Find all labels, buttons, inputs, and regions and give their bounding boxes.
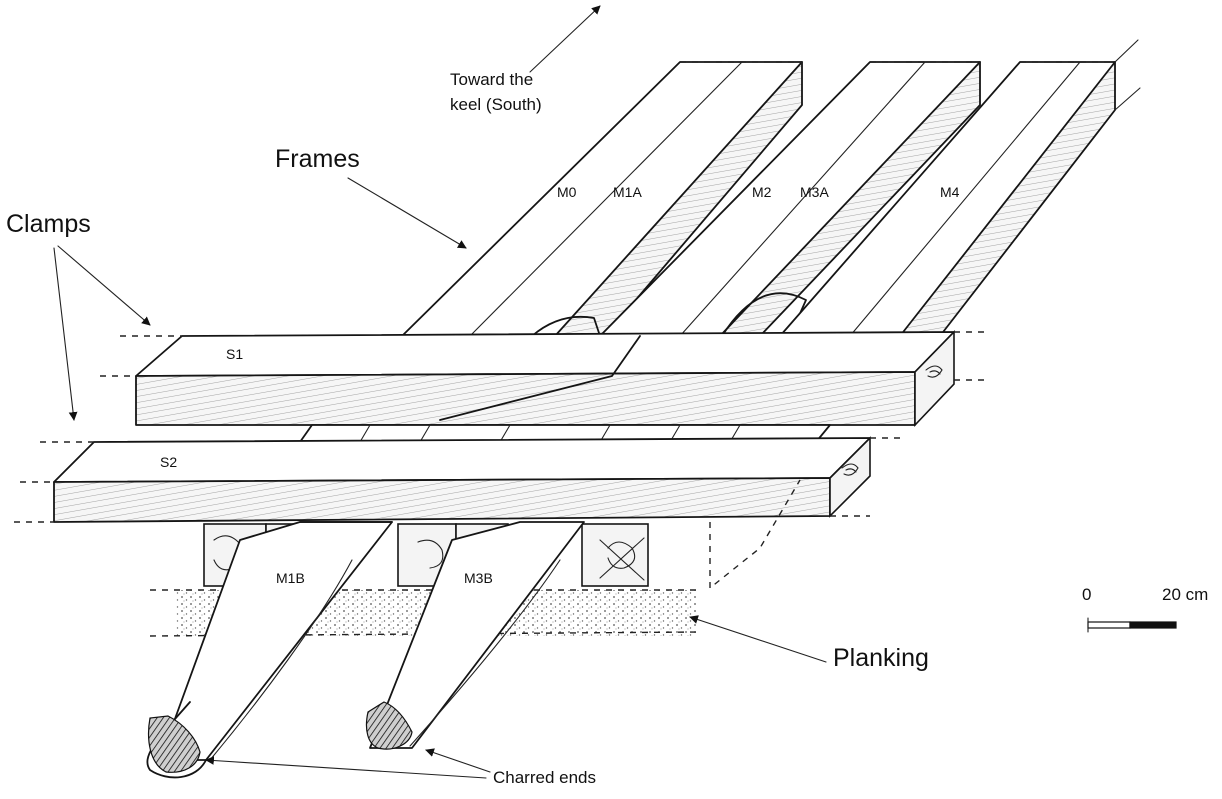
label-frames: Frames (275, 145, 360, 173)
lower-frames (146, 521, 585, 779)
frame-m1b (146, 521, 393, 779)
label-frame-m2: M2 (752, 184, 772, 200)
label-toward-keel-1: Toward the (450, 70, 533, 89)
label-frame-m1b: M1B (276, 570, 305, 586)
arrow-charred-m3b (425, 748, 491, 773)
frame-m0-m1a (401, 61, 803, 337)
scale-bar: 0 20 cm (1082, 585, 1208, 633)
label-frame-m3a: M3A (800, 184, 829, 200)
upper-frames (401, 39, 1141, 337)
label-clamps: Clamps (6, 210, 91, 238)
label-frame-m3b: M3B (464, 570, 493, 586)
arrow-planking (689, 615, 827, 663)
arrow-charred-m1b (205, 756, 487, 779)
frame-m2-m3a (599, 61, 981, 337)
label-clamp-s1: S1 (226, 346, 243, 362)
clamp-s2 (14, 436, 900, 523)
frame-m3b (365, 521, 585, 750)
label-toward-keel-2: keel (South) (450, 95, 542, 114)
label-frame-m4: M4 (940, 184, 960, 200)
arrow-frames (347, 177, 467, 249)
label-frame-m0: M0 (557, 184, 577, 200)
clamp-s1 (100, 330, 990, 428)
text-labels: Toward the keel (South) Frames Clamps Pl… (6, 70, 960, 787)
arrow-clamps-s1 (57, 245, 151, 326)
scale-start-label: 0 (1082, 585, 1091, 604)
arrow-clamps-s2 (53, 247, 78, 421)
leader-arrows (53, 5, 827, 779)
arrow-toward-keel (529, 5, 601, 73)
scale-end-label: 20 cm (1162, 585, 1208, 604)
label-clamp-s2: S2 (160, 454, 177, 470)
label-frame-m1a: M1A (613, 184, 642, 200)
label-planking: Planking (833, 644, 929, 672)
label-charred-ends: Charred ends (493, 768, 596, 787)
